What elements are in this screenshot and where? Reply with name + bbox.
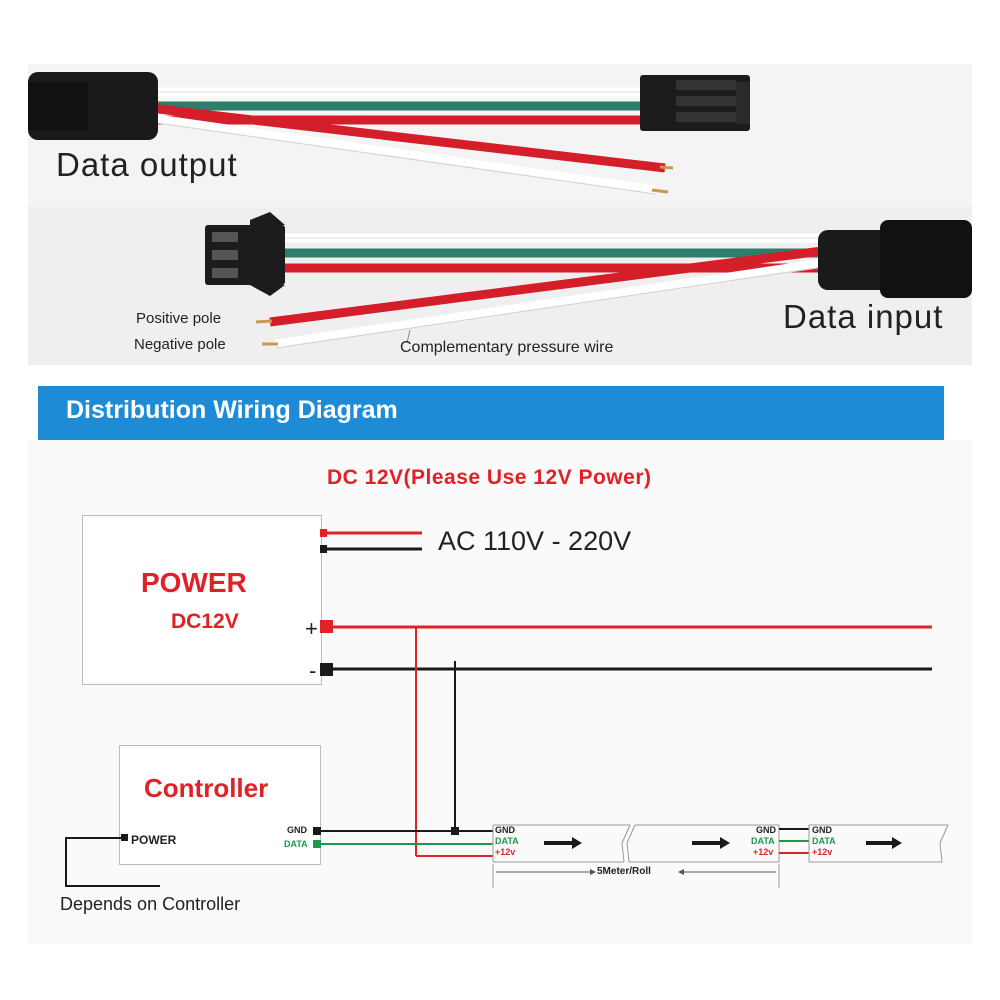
- controller-title: Controller: [144, 773, 269, 803]
- controller-power-label: POWER: [131, 833, 177, 847]
- controller-gnd-label: GND: [287, 825, 307, 835]
- minus-terminal: [320, 663, 333, 676]
- strip1-data-label: DATA: [495, 836, 519, 846]
- strip2-gnd-label: GND: [756, 825, 776, 835]
- strip3-12v-label: +12v: [812, 847, 833, 857]
- power-supply-box: [82, 515, 322, 685]
- positive-pole-label: Positive pole: [136, 310, 222, 327]
- diagram-heading: DC 12V(Please Use 12V Power): [327, 466, 652, 489]
- complementary-wire-label: Complementary pressure wire: [400, 339, 614, 356]
- data-input-label: Data input: [783, 298, 944, 335]
- strip1-12v-label: +12v: [495, 847, 516, 857]
- plus-terminal-label: +: [305, 616, 318, 641]
- power-title: POWER: [141, 567, 247, 598]
- input-cable: [205, 212, 972, 349]
- roll-length-label: 5Meter/Roll: [597, 866, 651, 877]
- controller-box: [119, 745, 321, 865]
- led-strip-2: [626, 824, 780, 863]
- led-strip-3: [808, 824, 949, 863]
- ac-input-label: AC 110V - 220V: [438, 526, 632, 556]
- banner-title: Distribution Wiring Diagram: [66, 396, 398, 424]
- strip3-data-label: DATA: [812, 836, 836, 846]
- plus-terminal: [320, 620, 333, 633]
- roll-length-dimension: [492, 864, 780, 888]
- strip1-gnd-label: GND: [495, 825, 515, 835]
- strip2-12v-label: +12v: [753, 847, 774, 857]
- power-subtitle: DC12V: [171, 610, 239, 633]
- strip3-gnd-label: GND: [812, 825, 832, 835]
- data-output-label: Data output: [56, 146, 238, 183]
- depends-label: Depends on Controller: [60, 894, 241, 914]
- input-photo-panel: [28, 207, 972, 365]
- section-banner: Distribution Wiring Diagram: [38, 386, 944, 440]
- strip2-data-label: DATA: [751, 836, 775, 846]
- negative-pole-label: Negative pole: [134, 336, 226, 353]
- led-strip-1: [492, 824, 631, 863]
- output-cable: [28, 72, 750, 195]
- controller-data-label: DATA: [284, 839, 308, 849]
- minus-terminal-label: -: [309, 658, 317, 683]
